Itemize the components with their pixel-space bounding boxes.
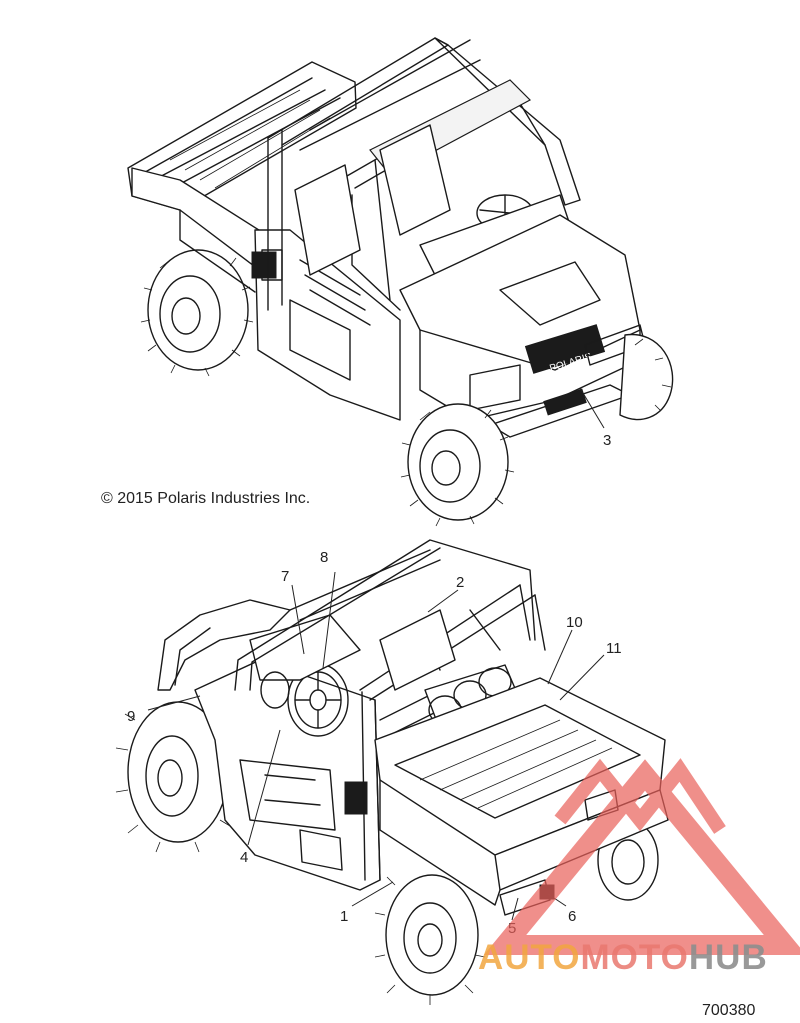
callout-2-label: 2: [456, 574, 464, 591]
watermark-text: AUTOMOTOHUB: [478, 938, 768, 978]
roll-cage-rear: [234, 539, 546, 881]
vehicle-front-view: POLARIS 3: [127, 37, 674, 527]
watermark-auto: AUTO: [478, 938, 581, 977]
cab-body-front: [251, 229, 401, 421]
watermark-logo: [483, 758, 800, 955]
callout-10-label: 10: [566, 614, 583, 631]
reference-number: 700380: [702, 1002, 756, 1019]
callout-6-label: 6: [568, 908, 576, 925]
copyright-notice: © 2015 Polaris Industries Inc.: [101, 490, 311, 507]
callout-1-label: 1: [340, 908, 348, 925]
hood-front-end: POLARIS: [399, 214, 646, 438]
watermark-moto: MOTO: [580, 938, 689, 977]
front-brush-guard: [157, 599, 291, 691]
cab-body-rear: [194, 659, 381, 891]
watermark-hub: HUB: [688, 938, 768, 977]
callout-4-label: 4: [240, 849, 248, 866]
callout-9-label: 9: [127, 708, 135, 725]
callout-11-label: 11: [606, 640, 622, 657]
dashboard: [249, 614, 361, 709]
callout-7-label: 7: [281, 568, 289, 585]
wheel-front-left: [400, 403, 515, 527]
callout-8-label: 8: [320, 549, 328, 566]
wheel-right-rear-view: [374, 874, 486, 1005]
callout-3-label: 3: [603, 432, 611, 449]
callout-3: 3: [579, 387, 611, 449]
wheel-rear-left: [140, 249, 254, 377]
wheel-front-right: [619, 333, 674, 421]
cargo-bed-front: [127, 61, 357, 293]
